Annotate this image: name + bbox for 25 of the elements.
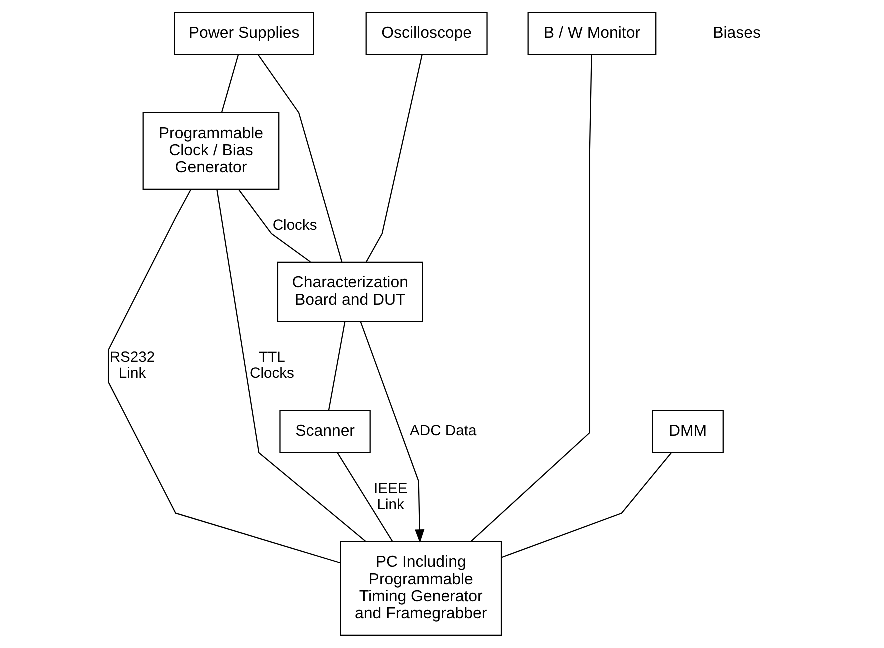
edge-label: TTL Clocks xyxy=(250,350,294,382)
edge-label: Clocks xyxy=(272,218,317,234)
node-box: Power Supplies xyxy=(174,12,314,56)
connector xyxy=(366,54,422,262)
connector xyxy=(257,54,342,262)
connector xyxy=(108,189,340,564)
connector xyxy=(220,54,239,113)
arrow xyxy=(360,322,424,544)
connector xyxy=(328,322,346,410)
connector xyxy=(500,452,672,558)
node-box: Characterization Board and DUT xyxy=(276,262,423,322)
node-box: Oscilloscope xyxy=(365,12,488,56)
edge-label: RS232 Link xyxy=(109,350,155,382)
connector xyxy=(336,452,393,542)
edge-label: ADC Data xyxy=(410,424,476,440)
node-box: PC Including Programmable Timing Generator and Framegrabber xyxy=(340,541,502,636)
label: Biases xyxy=(712,24,761,42)
node-box: B / W Monitor xyxy=(527,12,656,56)
node-box: Scanner xyxy=(279,410,370,454)
connector xyxy=(216,189,366,542)
node-box: DMM xyxy=(652,410,724,454)
node-box: Programmable Clock / Bias Generator xyxy=(142,112,280,190)
edge-label: IEEE Link xyxy=(374,481,408,514)
connector xyxy=(470,54,592,542)
connector xyxy=(238,189,310,263)
